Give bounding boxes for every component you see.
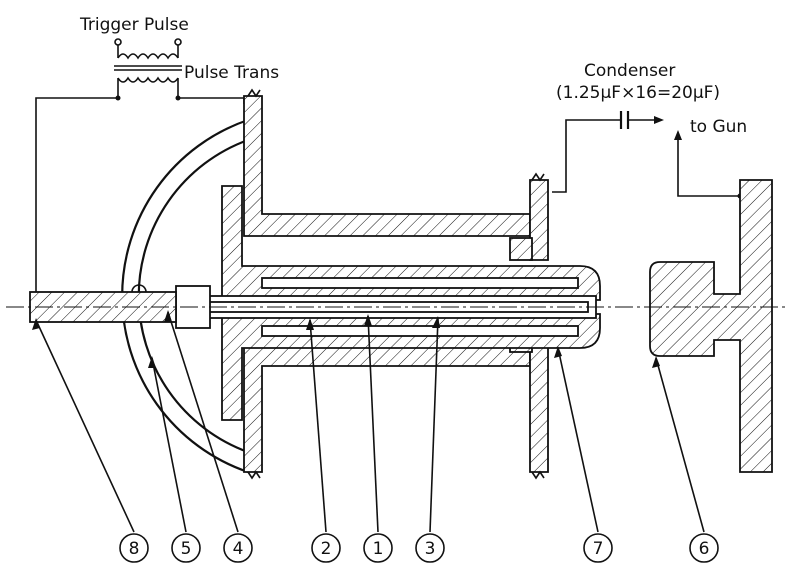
- break-mark-bottom: [247, 470, 261, 480]
- part-number-3: 3: [425, 539, 436, 559]
- electrode-body: [221, 185, 601, 421]
- arrow-icon: [32, 318, 40, 330]
- rod-inner: [175, 301, 589, 313]
- callout-circle: [119, 533, 149, 563]
- arrow-icon: [164, 310, 172, 322]
- trigger-pulse-label: Trigger Pulse: [79, 15, 189, 35]
- condenser-circuit: Condenser (1.25μF×16=20μF) to Gun: [552, 61, 747, 199]
- break-mark: [531, 470, 545, 480]
- part-number-7: 7: [593, 539, 604, 559]
- part-number-6: 6: [699, 539, 710, 559]
- part-number-callouts: 8 5 4 2 1 3 7 6: [119, 533, 719, 563]
- callout-circle: [171, 533, 201, 563]
- rod-o-ring: [131, 284, 147, 293]
- part-number-5: 5: [181, 539, 192, 559]
- part-number-4: 4: [233, 539, 244, 559]
- junction-dot: [175, 95, 181, 101]
- leader-1: [367, 315, 379, 533]
- callout-circle: [311, 533, 341, 563]
- electrode-upper-half: [221, 185, 601, 301]
- terminal-right: [174, 38, 182, 46]
- arrow-icon: [306, 318, 314, 330]
- leader-7: [557, 347, 599, 533]
- callout-circle: [415, 533, 445, 563]
- callout-circle: [689, 533, 719, 563]
- leader-lines: [32, 310, 705, 533]
- terminal-leads: [117, 45, 179, 58]
- electrode-lower-half: [221, 313, 601, 421]
- condenser-value-label: (1.25μF×16=20μF): [556, 83, 720, 103]
- leader-8: [35, 319, 135, 533]
- wire-right-electrode: [677, 137, 740, 197]
- arrow-icon: [148, 356, 156, 368]
- insulator-sleeve-upper: [261, 277, 579, 289]
- leader-3: [429, 317, 439, 533]
- flange-lower: [243, 345, 531, 473]
- insulator-sleeve-lower: [261, 325, 579, 337]
- arrow-up-icon: [674, 130, 682, 140]
- pulse-trans-label: Pulse Trans: [184, 63, 279, 83]
- part-number-2: 2: [321, 539, 332, 559]
- right-flange: [509, 172, 549, 480]
- junction-dot: [115, 95, 121, 101]
- callout-circle: [363, 533, 393, 563]
- condenser-label: Condenser: [584, 61, 675, 81]
- right-flange-upper: [529, 179, 549, 261]
- break-mark-top: [247, 88, 261, 98]
- secondary-coil: [117, 76, 179, 83]
- arrow-icon: [554, 346, 562, 358]
- arrow-icon: [432, 316, 440, 328]
- trigger-rod: [29, 284, 177, 323]
- to-gun-label: to Gun: [690, 117, 747, 137]
- part-number-1: 1: [373, 539, 384, 559]
- part-number-8: 8: [129, 539, 140, 559]
- primary-coil: [117, 53, 179, 60]
- gun-electrode-body: [649, 179, 773, 473]
- arrow-icon: [364, 314, 372, 326]
- callout-circle: [223, 533, 253, 563]
- wire-left-electrode: [552, 119, 620, 193]
- terminal-left: [114, 38, 122, 46]
- callout-circle: [583, 533, 613, 563]
- leader-4: [167, 311, 239, 533]
- leader-2: [309, 319, 327, 533]
- wire-to-rod: [35, 78, 119, 296]
- leader-5: [151, 357, 187, 533]
- leader-6: [655, 357, 705, 533]
- flange-upper: [243, 95, 531, 237]
- gasket-upper: [509, 237, 533, 261]
- gun-electrode: [649, 179, 773, 473]
- arrow-icon: [652, 356, 660, 368]
- break-mark: [531, 172, 545, 182]
- arrow-right-icon: [654, 116, 664, 124]
